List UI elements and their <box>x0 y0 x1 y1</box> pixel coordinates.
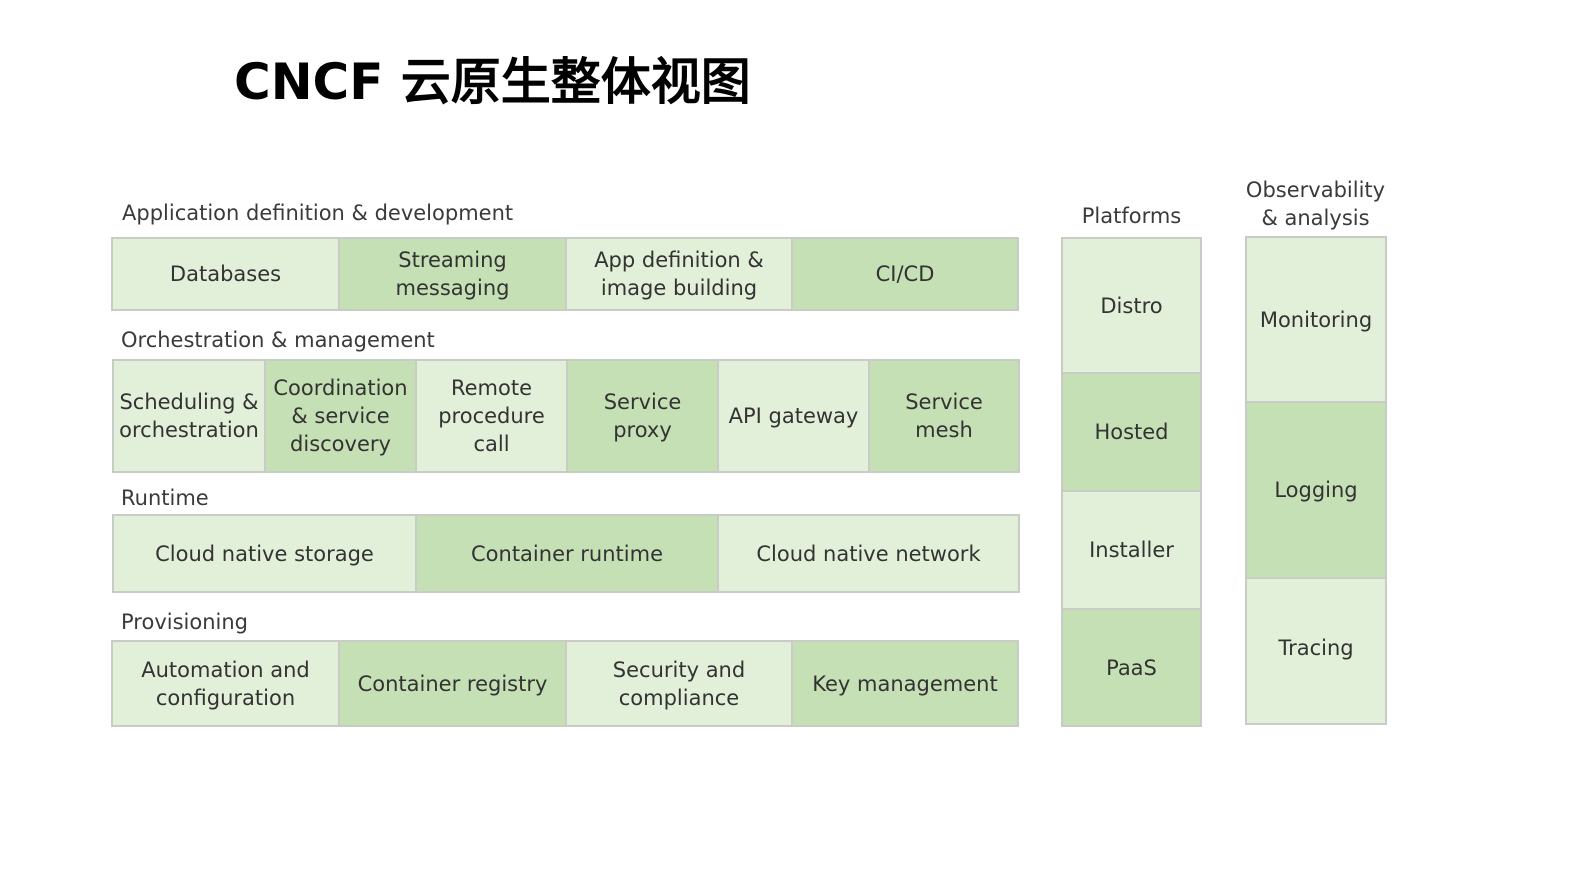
cell-cloud-native-storage: Cloud native storage <box>114 516 417 591</box>
cell-container-runtime: Container runtime <box>417 516 719 591</box>
cell-distro: Distro <box>1063 239 1200 374</box>
observability-label: Observability & analysis <box>1245 178 1386 230</box>
cell-databases: Databases <box>113 239 340 309</box>
cell-api-gateway: API gateway <box>719 361 870 471</box>
cell-streaming-messaging: Streaming messaging <box>340 239 567 309</box>
cell-scheduling: Scheduling & orchestration <box>114 361 266 471</box>
cell-installer: Installer <box>1063 492 1200 610</box>
app-definition-row: Databases Streaming messaging App defini… <box>111 237 1019 311</box>
page-title: CNCF 云原生整体视图 <box>234 53 751 111</box>
platforms-label: Platforms <box>1081 204 1182 228</box>
cell-coordination: Coordination & service discovery <box>266 361 417 471</box>
section-label-app-definition: Application definition & development <box>122 201 514 225</box>
cell-tracing: Tracing <box>1247 579 1385 723</box>
cell-paas: PaaS <box>1063 610 1200 725</box>
provisioning-row: Automation and configuration Container r… <box>111 640 1019 727</box>
cell-logging: Logging <box>1247 403 1385 579</box>
cell-security-compliance: Security and compliance <box>567 642 793 725</box>
cell-key-management: Key management <box>793 642 1017 725</box>
orchestration-row: Scheduling & orchestration Coordination … <box>112 359 1020 473</box>
cell-app-definition: App definition & image building <box>567 239 793 309</box>
section-label-runtime: Runtime <box>121 486 209 510</box>
runtime-row: Cloud native storage Container runtime C… <box>112 514 1020 593</box>
cell-automation: Automation and configuration <box>113 642 340 725</box>
cell-service-proxy: Service proxy <box>568 361 719 471</box>
cell-service-mesh: Service mesh <box>870 361 1018 471</box>
cell-remote-procedure-call: Remote procedure call <box>417 361 568 471</box>
section-label-orchestration: Orchestration & management <box>121 328 435 352</box>
platforms-column: Distro Hosted Installer PaaS <box>1061 237 1202 727</box>
cell-monitoring: Monitoring <box>1247 238 1385 403</box>
cell-container-registry: Container registry <box>340 642 567 725</box>
cell-cloud-native-network: Cloud native network <box>719 516 1018 591</box>
cell-ci-cd: CI/CD <box>793 239 1017 309</box>
observability-column: Monitoring Logging Tracing <box>1245 236 1387 725</box>
cell-hosted: Hosted <box>1063 374 1200 492</box>
section-label-provisioning: Provisioning <box>121 610 248 634</box>
